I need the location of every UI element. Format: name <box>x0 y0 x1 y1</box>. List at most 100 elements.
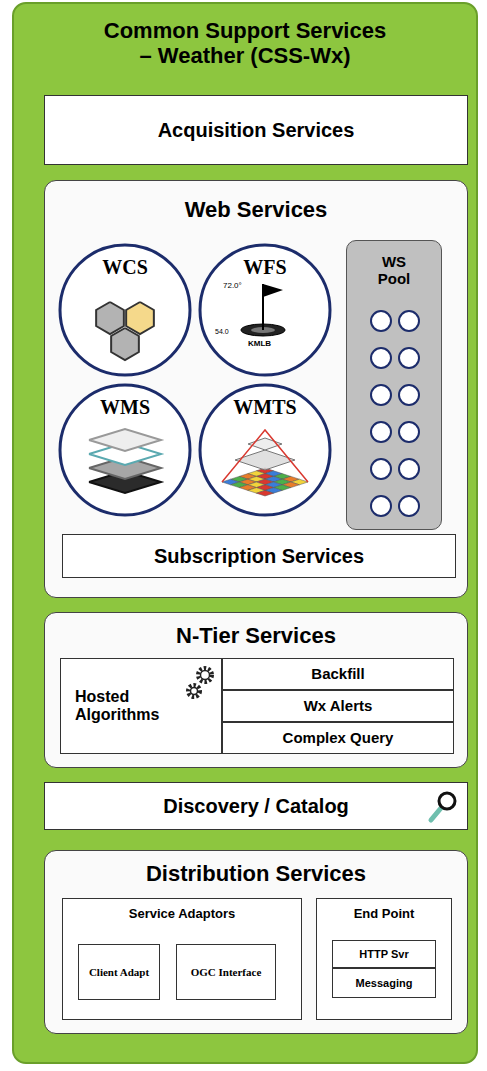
tile-cell <box>274 479 291 485</box>
service-box: Complex Query <box>222 722 454 754</box>
icon-part <box>431 793 455 820</box>
tile-cell <box>239 479 256 485</box>
tile-cell <box>256 474 273 480</box>
pin-base <box>241 324 285 336</box>
icon-part <box>200 385 330 515</box>
service-box: Acquisition Services <box>44 95 468 165</box>
node-label: Hosted Algorithms <box>75 688 185 725</box>
hexagon-icon <box>111 328 139 360</box>
tile-cell <box>256 485 273 491</box>
tile-cell <box>282 482 299 488</box>
service-box: Subscription Services <box>62 534 456 578</box>
service-box: OGC Interface <box>176 944 276 1000</box>
service-box: Backfill <box>222 658 454 690</box>
flag-pole <box>262 284 264 330</box>
node-label: Subscription Services <box>154 545 364 568</box>
gear-icon <box>191 688 198 695</box>
icon-part <box>371 311 419 516</box>
pin-base <box>251 327 275 333</box>
tile-cell <box>265 488 282 494</box>
flag-icon <box>263 284 283 297</box>
node-label: Acquisition Services <box>158 119 355 142</box>
pool-box: WS Pool <box>346 240 442 530</box>
tile-cell <box>231 482 248 488</box>
tile-cell <box>222 479 239 485</box>
group-title: N-Tier Services <box>176 623 336 648</box>
icon-label: 72.0° <box>223 282 242 290</box>
pool-slot <box>399 311 419 331</box>
pool-slot <box>371 385 391 405</box>
tile-cell <box>239 485 256 491</box>
circle-outline <box>60 385 190 515</box>
service-box: Discovery / Catalog <box>44 782 468 830</box>
pool-slot <box>399 422 419 442</box>
panel-title: Common Support Services – Weather (CSS-W… <box>100 18 390 69</box>
node-label: Client Adapt <box>89 966 149 979</box>
pool-slot <box>399 348 419 368</box>
pool-slot <box>371 422 391 442</box>
tile-cell <box>239 474 256 480</box>
circle-outline <box>60 245 190 375</box>
tile-cell <box>291 479 308 485</box>
gear-icon <box>188 685 200 697</box>
icon-label: 54.0 <box>215 328 229 335</box>
icon-part <box>200 245 330 375</box>
icon-part <box>188 668 212 697</box>
tile-cell <box>282 476 299 482</box>
service-circle: WMTS <box>197 382 333 518</box>
group-title: Service Adaptors <box>129 907 235 922</box>
node-label: Wx Alerts <box>304 697 373 714</box>
icon-label: KMLB <box>248 340 271 348</box>
tile-cell <box>256 490 273 496</box>
tile-cell <box>274 474 291 480</box>
service-box: Service AdaptorsClient Adapt OGC Interfac… <box>62 898 302 1020</box>
circle-outline <box>200 385 330 515</box>
pool-slot <box>399 496 419 516</box>
tile-cell <box>274 485 291 491</box>
system-panel: Common Support Services – Weather (CSS-W… <box>12 2 478 1064</box>
gear-icon <box>198 668 212 682</box>
map-layer <box>89 471 161 493</box>
service-box: Client Adapt <box>78 944 160 1000</box>
service-box: Messaging <box>332 968 436 998</box>
service-box: End PointHTTP SvrMessaging <box>316 898 452 1020</box>
tile-cell <box>256 479 273 485</box>
map-layer <box>89 457 161 479</box>
tile-cell <box>248 476 265 482</box>
group-title: WS Pool <box>369 253 419 288</box>
service-box: Hosted Algorithms <box>60 658 222 754</box>
group-title: Web Services <box>185 197 328 222</box>
node-label: OGC Interface <box>191 966 262 979</box>
pool-slot <box>371 348 391 368</box>
service-circle: WFS72.0° 54.0KMLB <box>197 242 333 378</box>
group-title: WMS <box>100 396 150 419</box>
pool-slot <box>399 459 419 479</box>
magnifier-handle <box>431 808 441 820</box>
node-label: Discovery / Catalog <box>163 795 349 818</box>
tile-cell <box>248 471 265 477</box>
magnifier-lens <box>439 793 455 809</box>
map-layer <box>89 429 161 451</box>
tile-layer <box>248 438 282 450</box>
tile-cell <box>265 476 282 482</box>
service-circle: WCS <box>57 242 193 378</box>
node-label: HTTP Svr <box>359 948 408 961</box>
tile-cell <box>256 468 273 474</box>
service-group: N-Tier ServicesHosted Algorithms Backfill… <box>44 612 468 768</box>
pool-slot <box>399 385 419 405</box>
group-title: WFS <box>243 256 286 279</box>
pyramid-edge <box>222 430 308 482</box>
icon-part <box>60 385 190 515</box>
group-title: Distribution Services <box>146 861 366 886</box>
tile-cell <box>248 488 265 494</box>
pool-slot <box>371 311 391 331</box>
group-title: WMTS <box>233 396 296 419</box>
hexagon-icon <box>96 302 124 334</box>
tile-cell <box>265 471 282 477</box>
tile-layer <box>235 450 295 470</box>
node-label: Complex Query <box>283 729 394 746</box>
service-box: HTTP Svr <box>332 940 436 968</box>
node-label: Backfill <box>311 665 364 682</box>
service-group: Web ServicesWCS WFS72.0° 54.0KMLB WMS WMTS WS… <box>44 180 468 598</box>
gear-icon <box>201 671 210 680</box>
